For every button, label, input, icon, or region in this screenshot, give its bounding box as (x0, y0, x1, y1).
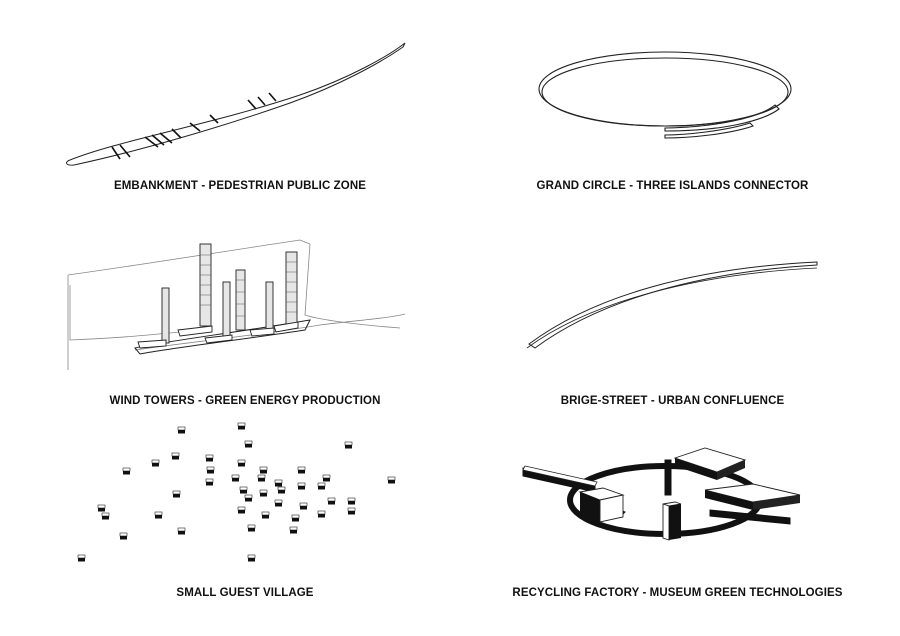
guest-hut (177, 426, 186, 434)
guest-hut (291, 514, 300, 522)
bridge-street-drawing (526, 261, 818, 349)
panel-embankment: EMBANKMENT - PEDESTRIAN PUBLIC ZONE (60, 35, 420, 205)
guest-hut (257, 474, 266, 482)
guest-hut (344, 441, 353, 449)
recycling-factory-drawing (522, 447, 801, 541)
guest-hut (317, 510, 326, 518)
caption-wind-towers: WIND TOWERS - GREEN ENERGY PRODUCTION (109, 395, 381, 407)
guest-village-drawing (77, 422, 396, 562)
guest-hut (239, 486, 248, 494)
guest-hut (274, 479, 283, 487)
caption-recycling-factory: RECYCLING FACTORY - MUSEUM GREEN TECHNOL… (512, 587, 843, 599)
guest-hut (237, 506, 246, 514)
guest-hut (77, 554, 86, 562)
guest-hut (205, 454, 214, 462)
grand-circle-drawing (538, 51, 792, 139)
guest-hut (289, 526, 298, 534)
guest-hut (261, 511, 270, 519)
caption-guest-village: SMALL GUEST VILLAGE (176, 587, 314, 599)
caption-grand-circle: GRAND CIRCLE - THREE ISLANDS CONNECTOR (536, 180, 809, 192)
guest-hut (151, 459, 160, 467)
panel-wind-towers: WIND TOWERS - GREEN ENERGY PRODUCTION (60, 230, 430, 410)
guest-hut (297, 482, 306, 490)
panel-recycling-factory: RECYCLING FACTORY - MUSEUM GREEN TECHNOL… (505, 440, 850, 605)
caption-bridge-street: BRIGE-STREET - URBAN CONFLUENCE (560, 395, 785, 407)
guest-hut (237, 422, 246, 430)
embankment-drawing (66, 42, 406, 166)
guest-hut (387, 476, 396, 484)
panel-grand-circle: GRAND CIRCLE - THREE ISLANDS CONNECTOR (505, 35, 840, 205)
guest-hut (101, 512, 110, 520)
caption-embankment: EMBANKMENT - PEDESTRIAN PUBLIC ZONE (113, 180, 367, 192)
guest-hut (97, 504, 106, 512)
guest-hut (317, 482, 326, 490)
guest-hut (259, 466, 268, 474)
factory-blocks (522, 447, 801, 541)
wind-towers-drawing (67, 239, 406, 370)
guest-hut (247, 524, 256, 532)
guest-hut (177, 527, 186, 535)
guest-hut (322, 474, 331, 482)
panel-guest-village: SMALL GUEST VILLAGE (60, 415, 430, 605)
tower-group (137, 243, 299, 349)
guest-hut (347, 507, 356, 515)
guest-hut (154, 511, 163, 519)
guest-hut (122, 467, 131, 475)
guest-hut (205, 478, 214, 486)
guest-hut (237, 459, 246, 467)
guest-hut (244, 440, 253, 448)
guest-hut (206, 466, 215, 474)
guest-hut (277, 486, 286, 494)
guest-hut (347, 497, 356, 505)
guest-hut (244, 494, 253, 502)
guest-hut (119, 532, 128, 540)
guest-hut (274, 499, 283, 507)
guest-hut (172, 490, 181, 498)
guest-hut (171, 452, 180, 460)
guest-hut (299, 502, 308, 510)
guest-hut (259, 489, 268, 497)
guest-hut (327, 497, 336, 505)
guest-hut (247, 554, 256, 562)
guest-hut (231, 474, 240, 482)
guest-hut (297, 466, 306, 474)
panel-bridge-street: BRIGE-STREET - URBAN CONFLUENCE (505, 230, 840, 410)
